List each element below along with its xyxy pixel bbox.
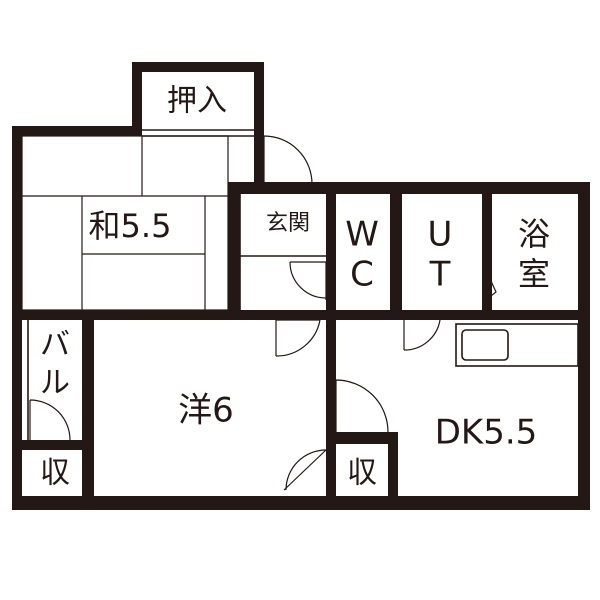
wall-balcony-right xyxy=(82,320,94,510)
wall-washitsu-right xyxy=(228,182,240,316)
wall-middle xyxy=(12,310,590,320)
label-wc-bottom: C xyxy=(350,255,374,295)
wall-wc-left xyxy=(326,194,336,320)
door-youshitsu xyxy=(275,319,321,357)
doors xyxy=(29,135,497,491)
label-closet-mid: 収 xyxy=(347,456,377,491)
wall-bottom xyxy=(12,496,590,510)
door-bath xyxy=(485,269,497,302)
wall-youshitsu-dk xyxy=(326,320,336,510)
label-closet-left: 収 xyxy=(40,456,70,491)
label-wc-top: W xyxy=(345,215,379,255)
door-closet-mid xyxy=(283,449,327,491)
wall-oshiire-top xyxy=(132,62,264,72)
label-dk: DK5.5 xyxy=(435,413,538,453)
walls xyxy=(12,62,590,510)
door-balcony xyxy=(29,399,71,441)
door-entrance xyxy=(263,135,313,185)
door-dk xyxy=(403,319,441,351)
door-wc xyxy=(289,261,327,300)
kitchen-sink xyxy=(455,323,579,367)
label-bath-top: 浴 xyxy=(518,215,550,253)
labels: 押入 和5.5 玄関 W C U T 浴 室 バ ル 収 洋6 収 DK5.5 xyxy=(40,84,550,491)
label-washitsu: 和5.5 xyxy=(89,207,172,245)
label-ut-bottom: T xyxy=(429,255,451,295)
wall-closet-mid-top xyxy=(326,432,396,444)
wall-wc-ut xyxy=(390,194,402,320)
wall-top-right xyxy=(228,182,590,194)
tatami-frame xyxy=(21,135,229,311)
kitchen-counter xyxy=(455,323,579,367)
wall-closet-mid-right xyxy=(388,432,398,510)
sink-icon xyxy=(461,329,509,361)
wall-closet-left-top xyxy=(22,440,88,450)
label-genkan: 玄関 xyxy=(266,211,310,236)
label-ut-top: U xyxy=(428,215,453,255)
wall-ut-bath xyxy=(482,194,492,320)
label-balcony-top: バ xyxy=(40,328,70,363)
wall-oshiire-left xyxy=(132,62,142,130)
wall-oshiire-right xyxy=(254,62,264,184)
label-bath-bottom: 室 xyxy=(518,255,550,293)
wall-top-left xyxy=(12,126,142,136)
label-oshiire: 押入 xyxy=(167,84,227,119)
label-youshitsu: 洋6 xyxy=(178,391,234,431)
label-balcony-bottom: ル xyxy=(40,366,70,401)
wall-right-outer xyxy=(578,182,590,510)
inner-lines xyxy=(17,129,585,440)
door-dk-side xyxy=(335,379,389,433)
tatami-mats xyxy=(21,135,229,311)
